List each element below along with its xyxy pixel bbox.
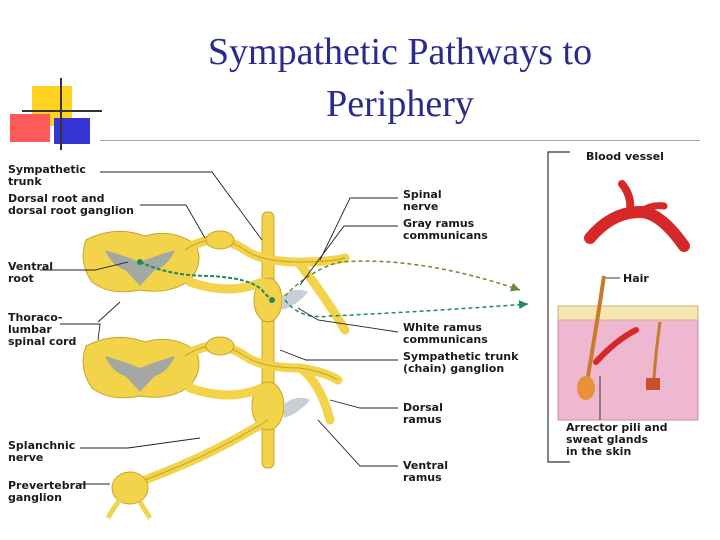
rami-upper <box>282 289 308 310</box>
label-spinal-nerve: Spinal nerve <box>403 188 442 213</box>
preganglionic-fiber <box>139 261 276 301</box>
prevertebral-ganglion-shape <box>111 471 149 505</box>
prevertebral-branch-2 <box>137 500 153 520</box>
postganglionic-fiber-lower <box>284 299 529 318</box>
dorsal-root-ganglion-upper <box>205 230 235 250</box>
label-gray-ramus: Gray ramus communicans <box>403 217 488 242</box>
title-line-1: Sympathetic Pathways to <box>207 31 593 73</box>
label-sympathetic-trunk: Sympathetic trunk <box>8 163 86 188</box>
blood-vessel-illustration <box>584 180 690 252</box>
slide-title: Sympathetic Pathways to Periphery <box>150 26 650 130</box>
deco-red-square <box>10 114 50 142</box>
label-trunk-ganglion: Sympathetic trunk (chain) ganglion <box>403 350 519 375</box>
preganglionic-neuron <box>137 259 143 265</box>
label-hair: Hair <box>623 272 649 285</box>
deco-horizontal-line <box>22 110 102 112</box>
label-splanchnic-nerve: Splanchnic nerve <box>8 439 76 464</box>
label-arrector-pili: Arrector pili and sweat glands in the sk… <box>566 421 668 458</box>
deco-vertical-line <box>60 78 62 150</box>
skin-illustration <box>557 275 699 421</box>
title-rule <box>100 140 700 141</box>
target-bracket <box>547 151 570 463</box>
postganglionic-fiber-upper <box>284 260 521 297</box>
label-dorsal-root: Dorsal root and dorsal root ganglion <box>8 192 134 217</box>
label-ventral-ramus: Ventral ramus <box>403 459 449 484</box>
rami-lower <box>284 397 310 418</box>
spinal-cord-lower <box>82 336 200 399</box>
label-blood-vessel: Blood vessel <box>586 150 664 163</box>
label-thoracolumbar: Thoraco- lumbar spinal cord <box>8 311 77 348</box>
synapse-dot <box>269 297 275 303</box>
label-ventral-root: Ventral root <box>8 260 54 285</box>
label-dorsal-ramus: Dorsal ramus <box>403 401 443 426</box>
dorsal-root-ganglion-lower <box>205 336 235 356</box>
sympathetic-trunk-chain <box>251 211 285 469</box>
leader-lines <box>40 171 620 485</box>
prevertebral-branch <box>105 498 122 520</box>
title-line-2: Periphery <box>326 83 474 125</box>
label-white-ramus: White ramus communicans <box>403 321 488 346</box>
label-prevertebral-ganglion: Prevertebral ganglion <box>8 479 87 504</box>
